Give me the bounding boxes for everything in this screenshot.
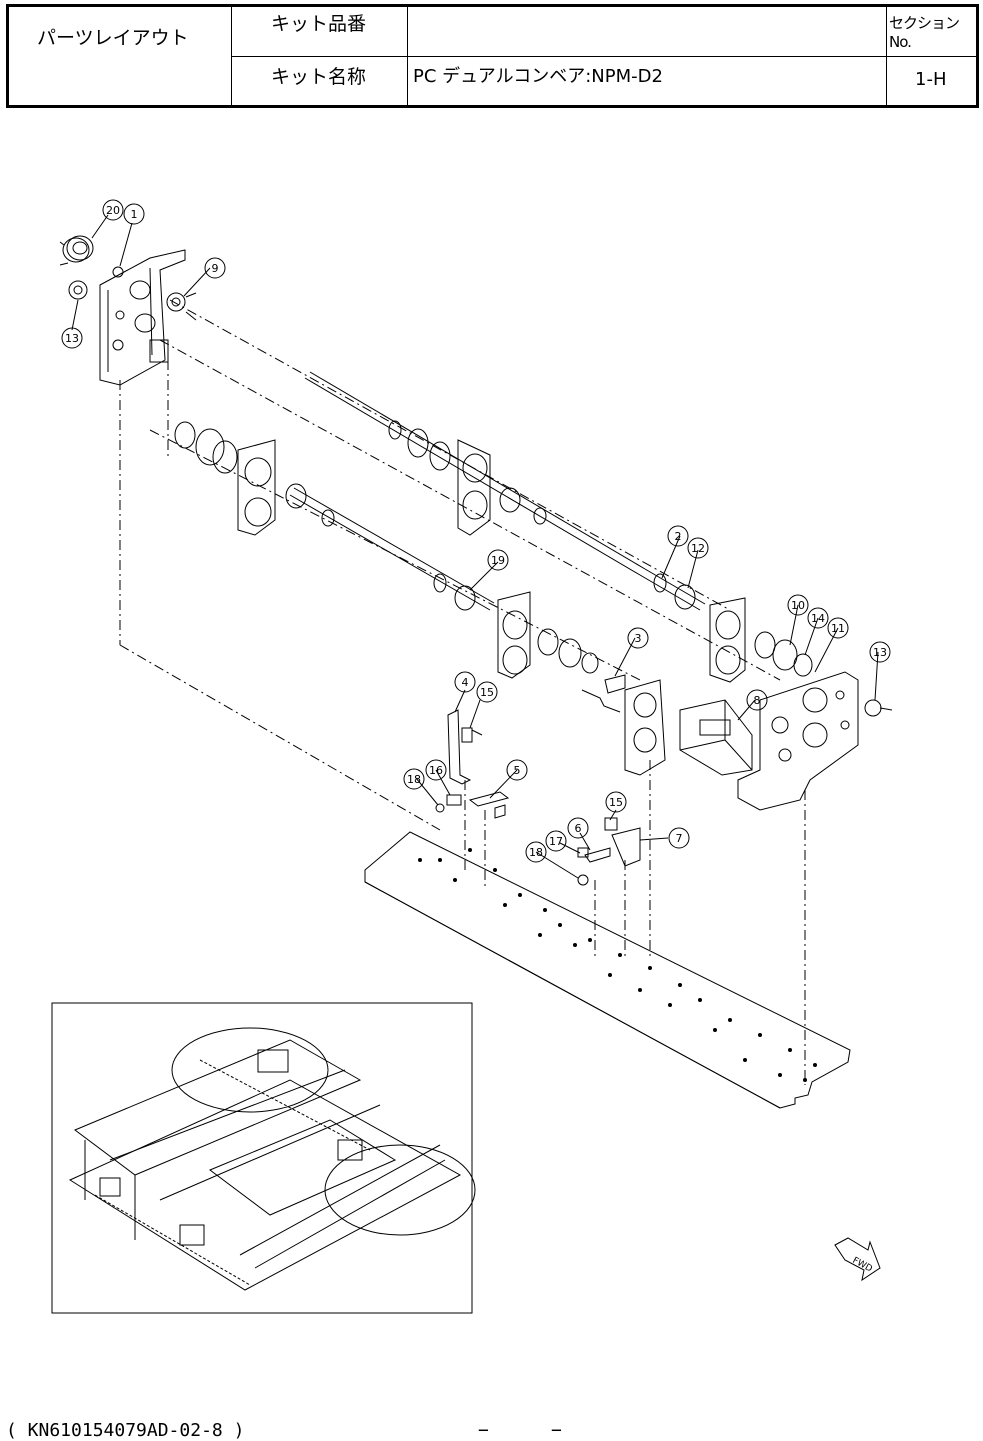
callout-label: 4: [462, 676, 469, 689]
callout-label: 12: [691, 542, 705, 555]
tension-plate-3: [582, 675, 625, 712]
callout-label: 1: [131, 208, 138, 221]
callout-label: 15: [609, 796, 623, 809]
sensor-plate-5: [470, 792, 508, 818]
motor-8: [680, 700, 752, 775]
callout-label: 9: [212, 262, 219, 275]
callout-label: 18: [529, 846, 543, 859]
callout-label: 19: [491, 554, 505, 567]
motor-side-plate: [625, 680, 665, 775]
document-code: ( KN610154079AD-02-8 ): [6, 1420, 244, 1441]
callout-label: 3: [635, 632, 642, 645]
base-plate-holes: [418, 848, 817, 1082]
callout-label: 5: [514, 764, 521, 777]
sensor-bracket-4: [448, 710, 482, 784]
sensor-16: [436, 795, 461, 812]
callout-label: 13: [873, 646, 887, 659]
callout-label: 11: [831, 622, 845, 635]
page-dash-left: −: [478, 1420, 489, 1441]
callout-label: 13: [65, 332, 79, 345]
callout-label: 8: [754, 694, 761, 707]
callout-label: 18: [407, 773, 421, 786]
front-bearing-plate: [498, 592, 598, 678]
callout-label: 10: [791, 599, 805, 612]
sensor-17-18-6: [578, 848, 610, 885]
right-end-bracket: [738, 672, 892, 810]
callout-label: 20: [106, 204, 120, 217]
page-dash-right: −: [551, 1420, 562, 1441]
callout-label: 15: [480, 686, 494, 699]
callout-label: 17: [549, 835, 563, 848]
left-bearing-plate: [175, 422, 275, 535]
mid-bearing-plate-upper: [458, 440, 490, 535]
callout-label: 16: [429, 764, 443, 777]
fwd-label: FWD: [851, 1256, 874, 1275]
bearing-13-left: [69, 281, 87, 299]
bearing-9: [167, 293, 196, 320]
base-plate: [365, 832, 850, 1108]
shaft-axis-lines: [120, 300, 805, 1085]
callout-label: 14: [811, 612, 825, 625]
pulley-20: [60, 236, 93, 265]
callout-label: 7: [676, 832, 683, 845]
callout-label: 2: [675, 530, 682, 543]
callout-leaders: [72, 215, 878, 878]
callout-label: 6: [575, 822, 582, 835]
left-end-bracket: [100, 250, 185, 385]
sensor-bracket-7: [605, 818, 640, 866]
callout-numbers: 20 1 9 13 2 12 19 10 14 11 13 3 8 4 15 5…: [65, 204, 887, 859]
overview-inset: [52, 1003, 475, 1313]
